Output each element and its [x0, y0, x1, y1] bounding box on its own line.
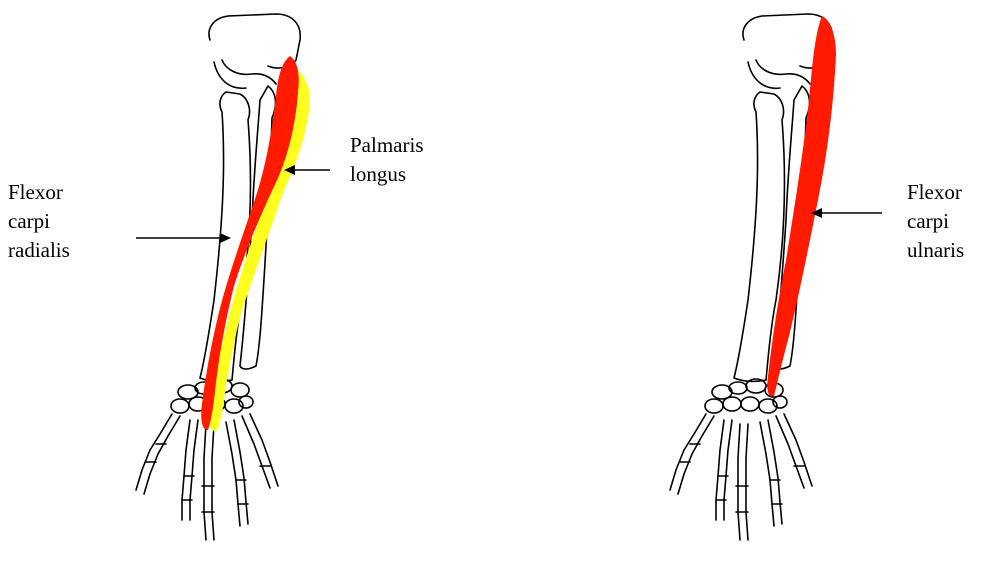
label-flexor-carpi-ulnaris: Flexor carpi ulnaris [907, 178, 964, 265]
right-elbow-joint [748, 60, 810, 88]
label-flexor-carpi-radialis: Flexor carpi radialis [8, 178, 70, 265]
right-finger-bones [670, 414, 812, 540]
right-forearm-bones [670, 14, 832, 540]
right-arrows [811, 208, 882, 218]
label-palmaris-longus: Palmaris longus [350, 131, 424, 189]
flexor-carpi-ulnaris-muscle [767, 16, 836, 396]
